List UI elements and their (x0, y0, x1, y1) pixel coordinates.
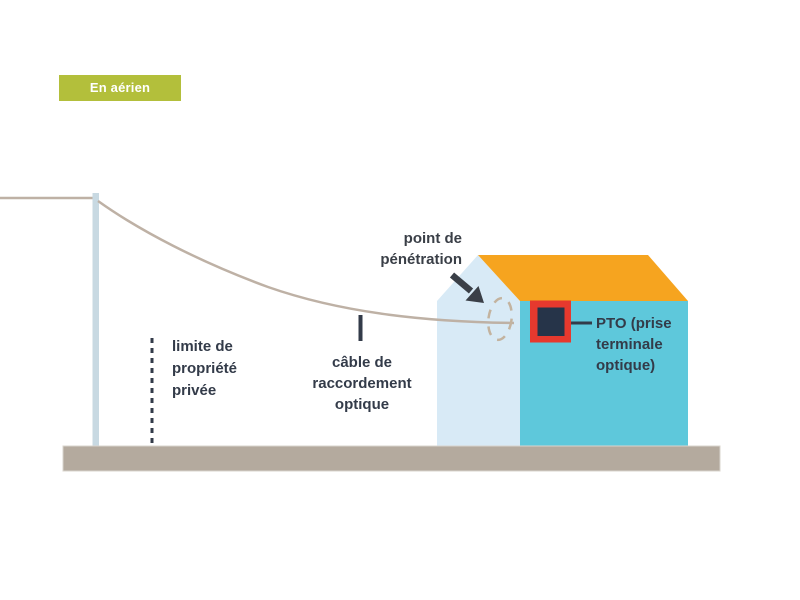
label-line: limite de (172, 338, 233, 355)
label-cable-raccordement-optique: câble de raccordement optique (282, 352, 442, 415)
drop-cable-curve (97, 199, 515, 325)
label-line: point de (403, 230, 462, 247)
pto-box (537, 307, 565, 336)
ground-bar (62, 445, 721, 472)
house-roof (478, 255, 688, 301)
label-line: propriété (172, 360, 238, 377)
title-badge: En aérien (59, 75, 181, 101)
label-line: terminale (596, 336, 663, 353)
house-gable-wall (437, 255, 520, 446)
label-line: pénétration (380, 251, 462, 268)
label-pto-prise-terminale-optique: PTO (prise terminale optique) (596, 313, 672, 376)
label-limite-propriete-privee: limite de propriété privée (172, 336, 237, 402)
label-line: privée (172, 382, 217, 399)
label-line: optique) (596, 357, 656, 374)
label-point-de-penetration: point de pénétration (352, 228, 462, 270)
utility-pole (92, 193, 99, 446)
label-line: PTO (prise (596, 315, 672, 332)
label-line: câble de (331, 354, 393, 371)
penetration-arrow-icon (449, 272, 484, 303)
label-line: optique (334, 396, 390, 413)
penetration-point-dashed-circle (486, 296, 514, 342)
label-line: raccordement (312, 375, 412, 392)
